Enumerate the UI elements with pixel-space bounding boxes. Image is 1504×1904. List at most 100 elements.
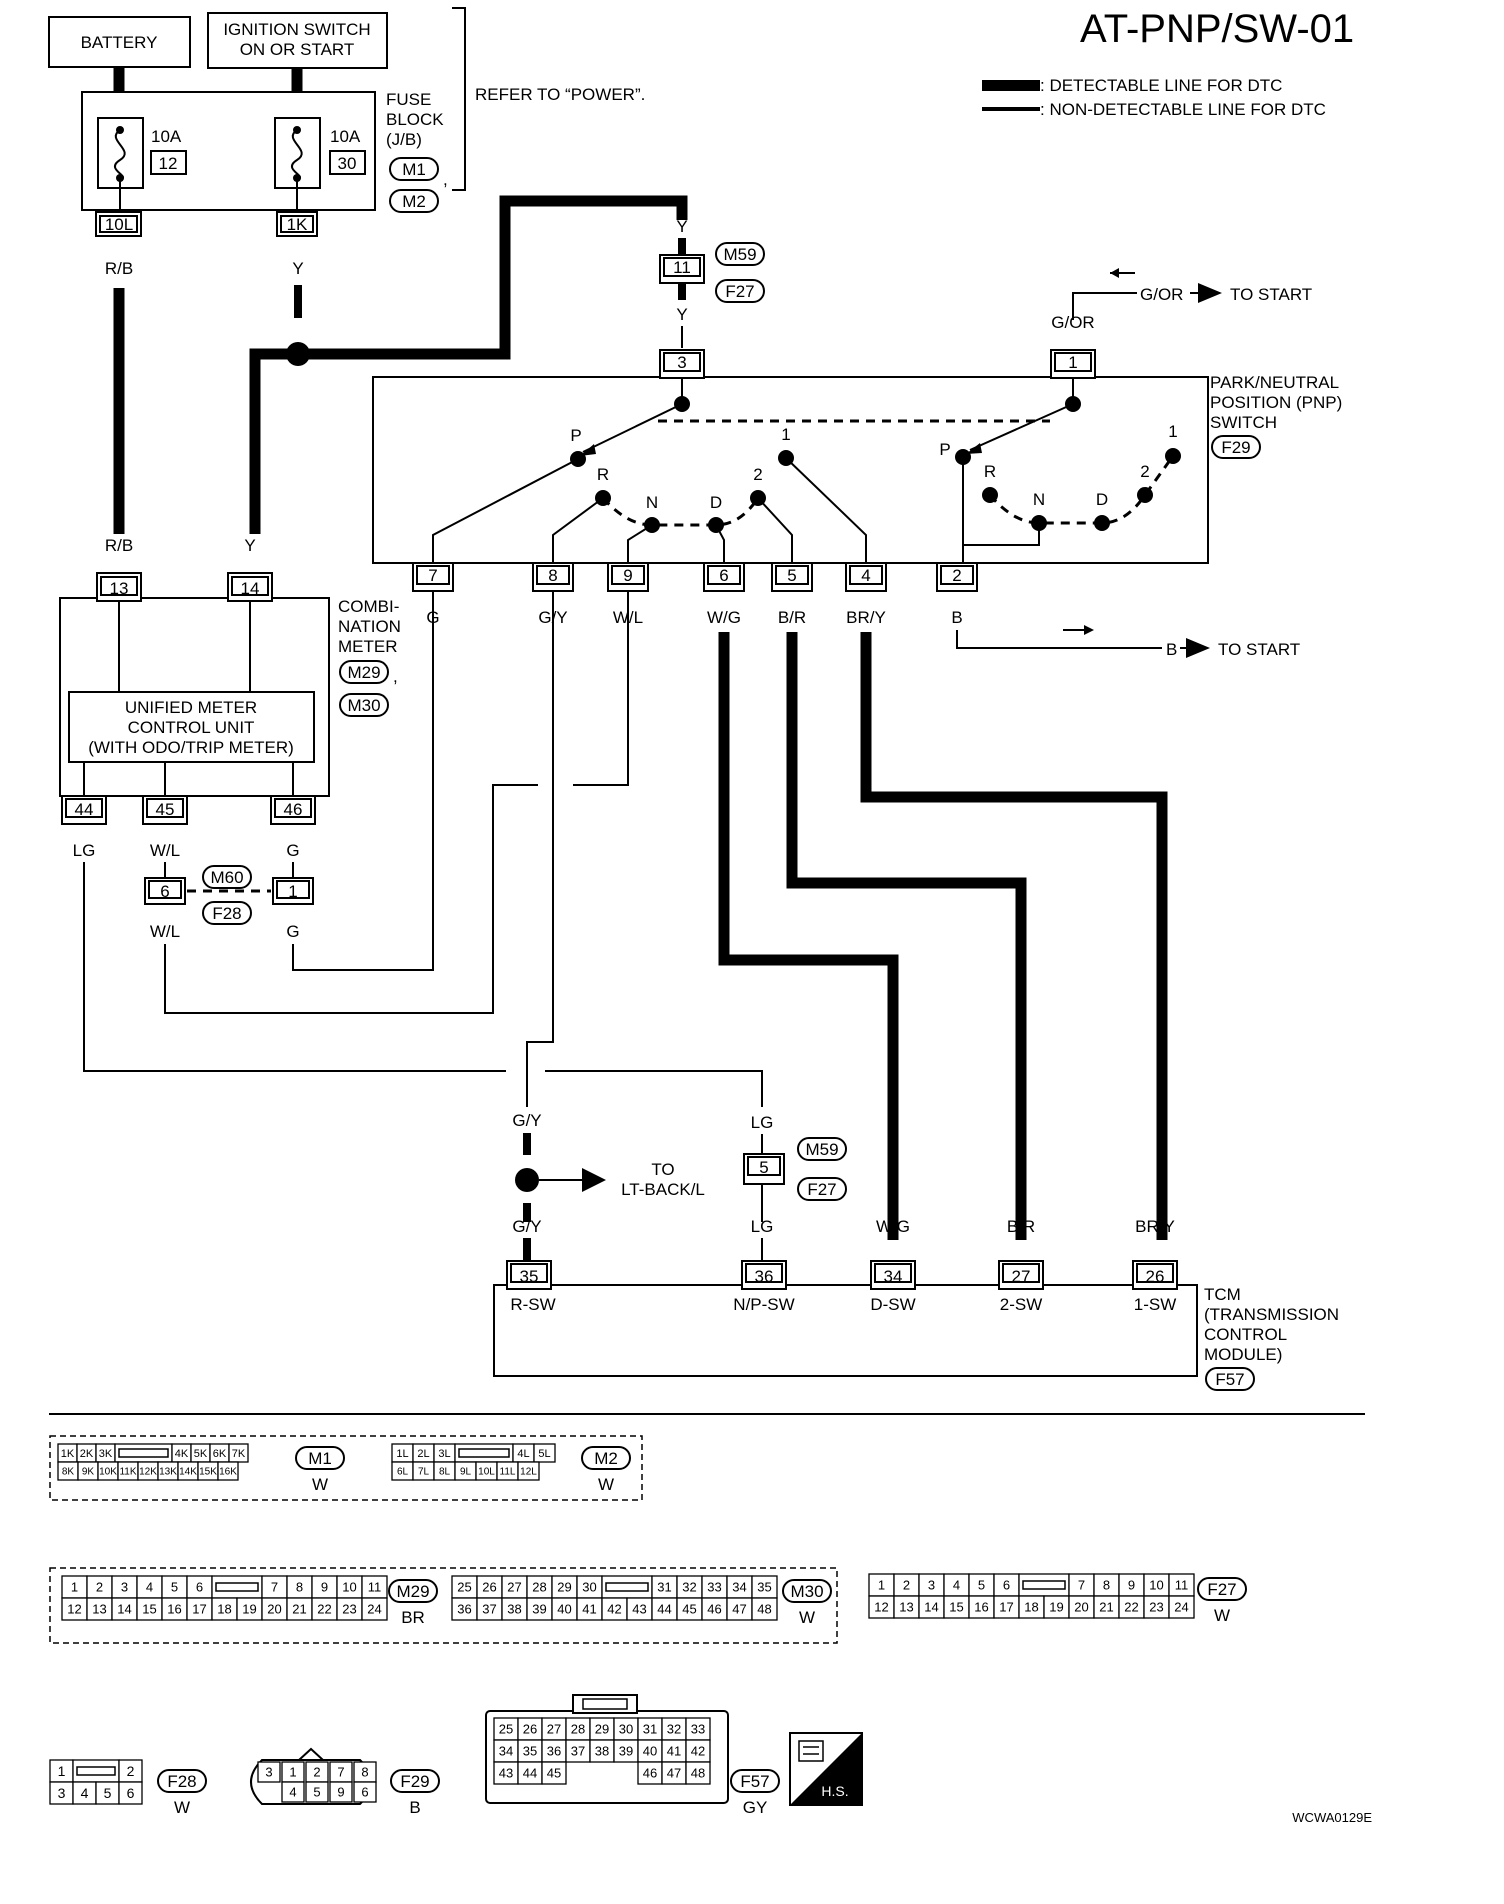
jc-wire-top: Y bbox=[676, 217, 687, 236]
svg-text:P: P bbox=[570, 426, 581, 445]
svg-text:D: D bbox=[1096, 490, 1108, 509]
cavity-label: 4 bbox=[81, 1785, 89, 1801]
cavity-label: 3 bbox=[265, 1765, 272, 1780]
back-lamp-dest-2: LT-BACK/L bbox=[621, 1180, 705, 1199]
cavity-label: 19 bbox=[242, 1602, 256, 1617]
cavity-label: 39 bbox=[532, 1602, 546, 1617]
cavity-label: 2 bbox=[127, 1763, 135, 1779]
svg-text:M1: M1 bbox=[308, 1449, 332, 1468]
fuse2-num: 30 bbox=[338, 154, 357, 173]
svg-text:NATION: NATION bbox=[338, 617, 401, 636]
wire-y-meter: Y bbox=[244, 536, 255, 555]
svg-text:M30: M30 bbox=[790, 1582, 823, 1601]
cavity-label: 5K bbox=[194, 1448, 208, 1460]
connector-5: 5 bbox=[743, 1153, 785, 1185]
cavity-label: 11 bbox=[1175, 1578, 1189, 1593]
svg-text:1: 1 bbox=[1068, 353, 1077, 372]
svg-text:(J/B): (J/B) bbox=[386, 130, 422, 149]
cavity-label: 6K bbox=[213, 1448, 227, 1460]
back-lamp-wire-bottom: G/Y bbox=[512, 1217, 541, 1236]
cavity-label: 9 bbox=[337, 1785, 344, 1800]
cavity-label: 3 bbox=[928, 1578, 935, 1593]
cavity-label: 38 bbox=[595, 1744, 609, 1759]
cavity-label: 31 bbox=[657, 1580, 671, 1595]
cavity-label: 23 bbox=[342, 1602, 356, 1617]
cavity-label: 8 bbox=[296, 1580, 303, 1595]
cavity-label: 32 bbox=[682, 1580, 696, 1595]
fuse1-num: 12 bbox=[159, 154, 178, 173]
svg-text:CONTROL: CONTROL bbox=[1204, 1325, 1287, 1344]
combination-meter: 13 14 UNIFIED METER CONTROL UNIT (WITH O… bbox=[59, 572, 330, 825]
cavity-label: 16 bbox=[974, 1600, 988, 1615]
svg-text:35: 35 bbox=[520, 1267, 539, 1286]
cavity-label: 4 bbox=[289, 1785, 296, 1800]
tcm: 35 36 34 27 26 R-SW N/P-SW D-SW 2-SW 1-S… bbox=[493, 1260, 1198, 1377]
cavity-label: 41 bbox=[667, 1744, 681, 1759]
cavity-label: 45 bbox=[682, 1602, 696, 1617]
cavity-label: 42 bbox=[691, 1744, 705, 1759]
cavity-label: 41 bbox=[582, 1602, 596, 1617]
cavity-label: 8 bbox=[361, 1765, 368, 1780]
cavity-label: 33 bbox=[691, 1722, 705, 1737]
cavity-label: 26 bbox=[482, 1580, 496, 1595]
svg-text:1: 1 bbox=[288, 882, 297, 901]
fuse-block-conn-m2: M2 bbox=[402, 192, 426, 211]
mid-conn-f28: F28 bbox=[212, 904, 241, 923]
battery-label: BATTERY bbox=[81, 33, 158, 52]
cavity-label: 30 bbox=[619, 1722, 633, 1737]
meter-conn-m30: M30 bbox=[347, 696, 380, 715]
cavity-label: 36 bbox=[547, 1744, 561, 1759]
svg-text:46: 46 bbox=[284, 800, 303, 819]
legend-non-detectable: : NON-DETECTABLE LINE FOR DTC bbox=[1040, 100, 1326, 119]
terminal-1K: 1K bbox=[276, 211, 318, 237]
cavity-label: 21 bbox=[1099, 1600, 1113, 1615]
svg-text:,: , bbox=[443, 170, 448, 189]
svg-text:5: 5 bbox=[759, 1158, 768, 1177]
cavity-label: 16 bbox=[167, 1602, 181, 1617]
refer-power-label: REFER TO “POWER”. bbox=[475, 85, 645, 104]
wire-rb-top: R/B bbox=[105, 259, 133, 278]
svg-text:2: 2 bbox=[753, 465, 762, 484]
cavity-label: 14 bbox=[117, 1602, 131, 1617]
svg-text:POSITION (PNP): POSITION (PNP) bbox=[1210, 393, 1342, 412]
cavity-label: 35 bbox=[523, 1744, 537, 1759]
cavity-label: 6 bbox=[196, 1580, 203, 1595]
svg-text:W: W bbox=[312, 1475, 328, 1494]
cavity-label: 5 bbox=[104, 1785, 112, 1801]
svg-text:N/P-SW: N/P-SW bbox=[733, 1295, 794, 1314]
terminal-10L: 10L bbox=[95, 211, 142, 237]
svg-text:5: 5 bbox=[787, 566, 796, 585]
cavity-label: 24 bbox=[367, 1602, 381, 1617]
cavity-label: 21 bbox=[292, 1602, 306, 1617]
svg-text:34: 34 bbox=[884, 1267, 903, 1286]
svg-text:R-SW: R-SW bbox=[510, 1295, 555, 1314]
cavity-label: 47 bbox=[667, 1766, 681, 1781]
cavity-label: 40 bbox=[557, 1602, 571, 1617]
cavity-label: 8 bbox=[1103, 1578, 1110, 1593]
cavity-label: 26 bbox=[523, 1722, 537, 1737]
jc-wire-bottom: Y bbox=[676, 305, 687, 324]
cavity-label: 35 bbox=[757, 1580, 771, 1595]
cavity-label: 11 bbox=[368, 1580, 382, 1595]
cavity-label: 7 bbox=[337, 1765, 344, 1780]
pnp-top-wire-gor: G/OR bbox=[1051, 313, 1094, 332]
cavity-label: 25 bbox=[457, 1580, 471, 1595]
svg-text:1: 1 bbox=[781, 425, 790, 444]
cavity-label: 42 bbox=[607, 1602, 621, 1617]
cavity-label: 39 bbox=[619, 1744, 633, 1759]
cavity-label: 48 bbox=[691, 1766, 705, 1781]
svg-text:N: N bbox=[1033, 490, 1045, 509]
svg-text:GY: GY bbox=[743, 1798, 768, 1817]
fuse2-amp: 10A bbox=[330, 127, 361, 146]
wire-g-below: G bbox=[286, 922, 299, 941]
svg-text:8: 8 bbox=[548, 566, 557, 585]
cavity-label: 9L bbox=[460, 1467, 472, 1478]
pnp-conn-f29: F29 bbox=[1221, 438, 1250, 457]
cavity-label: 22 bbox=[317, 1602, 331, 1617]
cavity-label: 6 bbox=[1003, 1578, 1010, 1593]
svg-text:(TRANSMISSION: (TRANSMISSION bbox=[1204, 1305, 1339, 1324]
cavity-label: 3K bbox=[99, 1448, 113, 1460]
